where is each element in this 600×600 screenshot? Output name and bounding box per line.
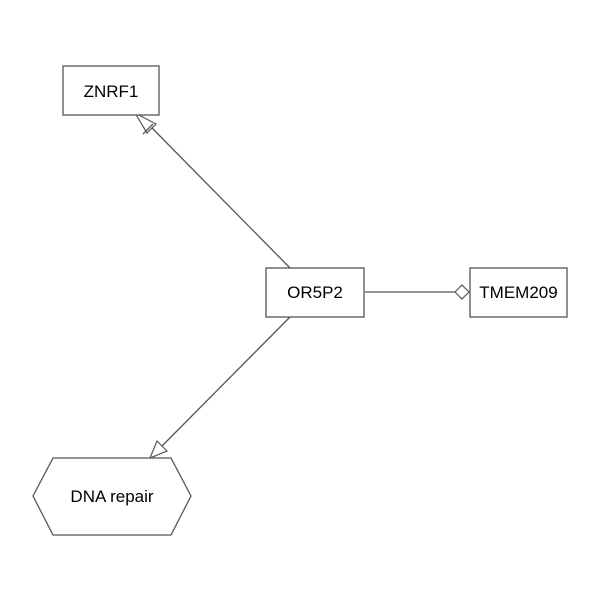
edge-or5p2-tmem209-diamond	[454, 284, 470, 300]
node-tmem209-label: TMEM209	[479, 283, 557, 302]
node-dna-repair-label: DNA repair	[70, 487, 153, 506]
node-or5p2[interactable]: OR5P2	[265, 267, 365, 318]
node-dna-repair[interactable]: DNA repair	[32, 457, 192, 536]
edge-or5p2-tmem209	[365, 284, 470, 300]
node-znrf1-label: ZNRF1	[84, 82, 139, 101]
edge-or5p2-znrf1-bar	[142, 123, 154, 135]
node-tmem209[interactable]: TMEM209	[469, 267, 568, 318]
edge-or5p2-dna-repair	[148, 316, 291, 460]
node-znrf1[interactable]: ZNRF1	[62, 65, 160, 116]
edge-or5p2-znrf1	[133, 111, 291, 269]
node-or5p2-label: OR5P2	[287, 283, 343, 302]
edge-or5p2-znrf1-arrowhead	[133, 111, 158, 134]
edge-or5p2-dna-repair-arrowhead	[148, 439, 169, 460]
